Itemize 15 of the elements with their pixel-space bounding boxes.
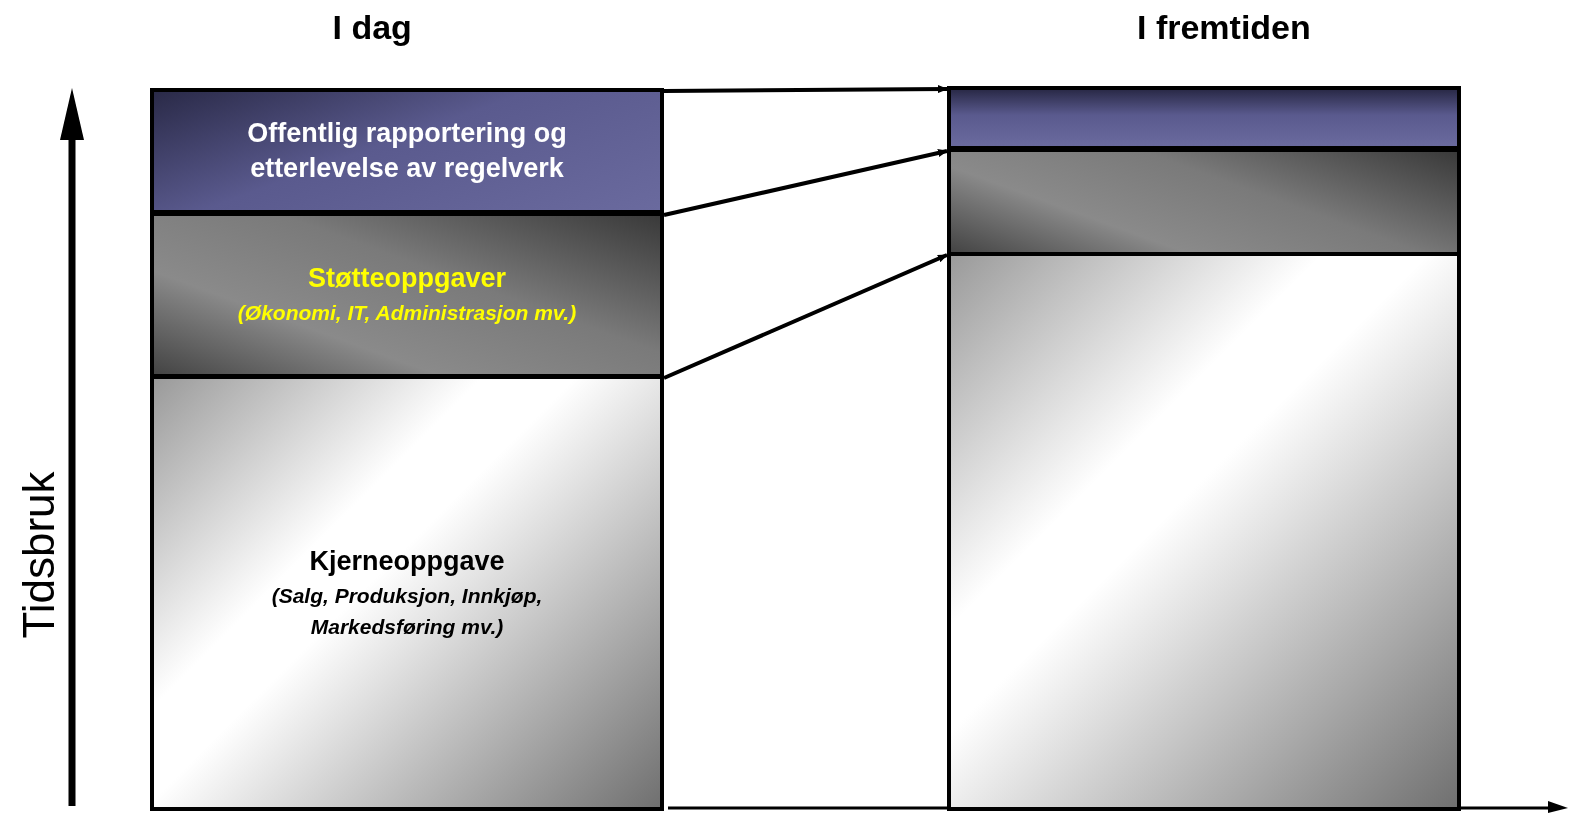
- core-task-block: [150, 375, 664, 811]
- column-title: I fremtiden: [1137, 8, 1311, 47]
- support-tasks-block: [150, 212, 664, 378]
- block-heading: Kjerneoppgave: [308, 545, 506, 578]
- arrow: [663, 253, 948, 380]
- reporting-block: [150, 88, 664, 214]
- arrow: [663, 149, 948, 217]
- block-heading: Offentlig rapportering og etterlevelse av regelverk: [246, 116, 568, 185]
- block-heading: Støtteoppgaver: [307, 262, 507, 296]
- block-subtitle: (Økonomi, IT, Administrasjon mv.): [236, 300, 578, 327]
- axis-label: Tidsbruk: [13, 471, 64, 639]
- arrow: [664, 85, 948, 94]
- column-title: I dag: [332, 8, 412, 47]
- block-subtitle: (Salg, Produksjon, Innkjøp, Markedsføring mv.): [270, 583, 544, 640]
- future-reporting-block: [947, 86, 1461, 150]
